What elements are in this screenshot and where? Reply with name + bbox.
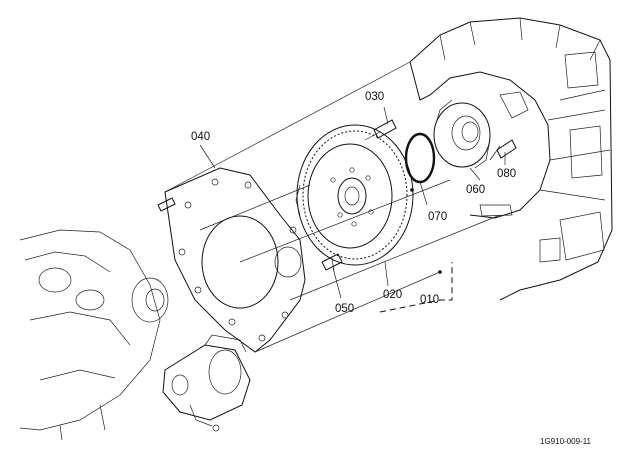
bolt-050 — [321, 253, 343, 273]
part-label-050: 050 — [335, 303, 354, 315]
part-label-070: 070 — [428, 211, 447, 223]
part-label-040: 040 — [191, 131, 210, 143]
flywheel — [295, 124, 414, 266]
part-label-060: 060 — [466, 184, 485, 196]
o-ring — [404, 132, 436, 184]
engine-block — [19, 229, 169, 441]
starter-motor — [162, 334, 251, 432]
transmission-housing — [409, 17, 613, 301]
flywheel-housing-plate — [157, 167, 306, 353]
bolt-030 — [364, 119, 397, 141]
part-label-080: 080 — [497, 168, 516, 180]
leader-lines — [199, 106, 506, 299]
part-label-030: 030 — [365, 91, 384, 103]
part-label-020: 020 — [383, 289, 402, 301]
alignment-lines — [164, 61, 501, 353]
figure-code: 1G910-009-11 — [540, 437, 592, 446]
part-label-010: 010 — [420, 294, 439, 306]
group-bracket-010 — [379, 262, 453, 313]
